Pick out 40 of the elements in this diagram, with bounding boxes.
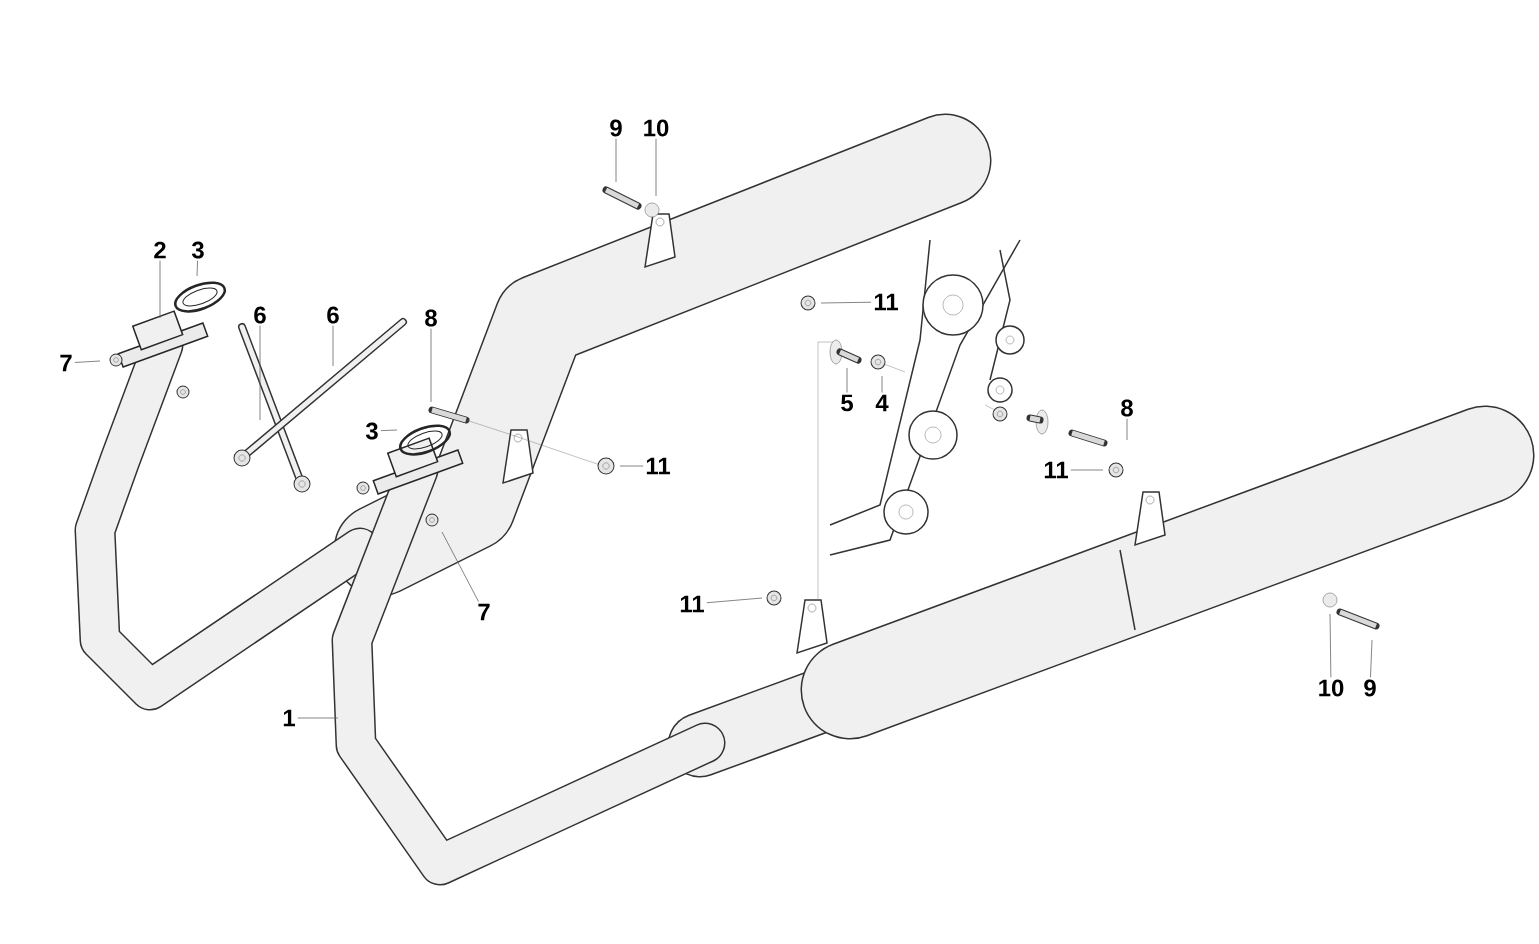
leader-line [430, 328, 432, 403]
callout-number: 3 [191, 241, 204, 259]
callout-number: 7 [478, 603, 490, 621]
leader-line [846, 367, 848, 393]
leader-line [1370, 639, 1373, 678]
leader-line [380, 429, 398, 432]
callout-number: 6 [254, 306, 266, 324]
callout-number: 7 [60, 354, 72, 372]
callout-number: 6 [327, 306, 339, 324]
leader-line [706, 597, 763, 604]
callout-number: 11 [874, 293, 898, 311]
leader-line [1070, 469, 1104, 471]
callout-number: 9 [610, 119, 622, 137]
callout-number: 4 [875, 394, 889, 412]
callout-number: 2 [154, 241, 166, 259]
leader-line [1329, 613, 1332, 678]
leader-line [1126, 418, 1128, 441]
leader-line [441, 531, 479, 602]
callout-number: 3 [365, 422, 378, 440]
leader-line [74, 360, 101, 363]
callout-number: 11 [646, 457, 670, 475]
leader-line [619, 465, 644, 467]
callout-number: 8 [425, 309, 437, 327]
leader-line [259, 325, 261, 421]
leader-line [196, 260, 198, 277]
callout-number: 1 [283, 709, 295, 727]
leader-line [881, 375, 883, 393]
callout-number: 5 [841, 394, 853, 412]
callout-number: 9 [1364, 679, 1376, 697]
callout-number: 10 [644, 119, 669, 137]
callout-number: 8 [1121, 399, 1133, 417]
leader-line [159, 260, 161, 319]
callout-number: 10 [1319, 679, 1344, 697]
callout-number: 11 [680, 595, 704, 613]
leader-line [615, 138, 617, 183]
leader-line [655, 138, 657, 197]
callout-number: 11 [1044, 461, 1068, 479]
leader-line [332, 325, 334, 367]
leader-line [297, 717, 339, 719]
leader-line [820, 301, 872, 304]
